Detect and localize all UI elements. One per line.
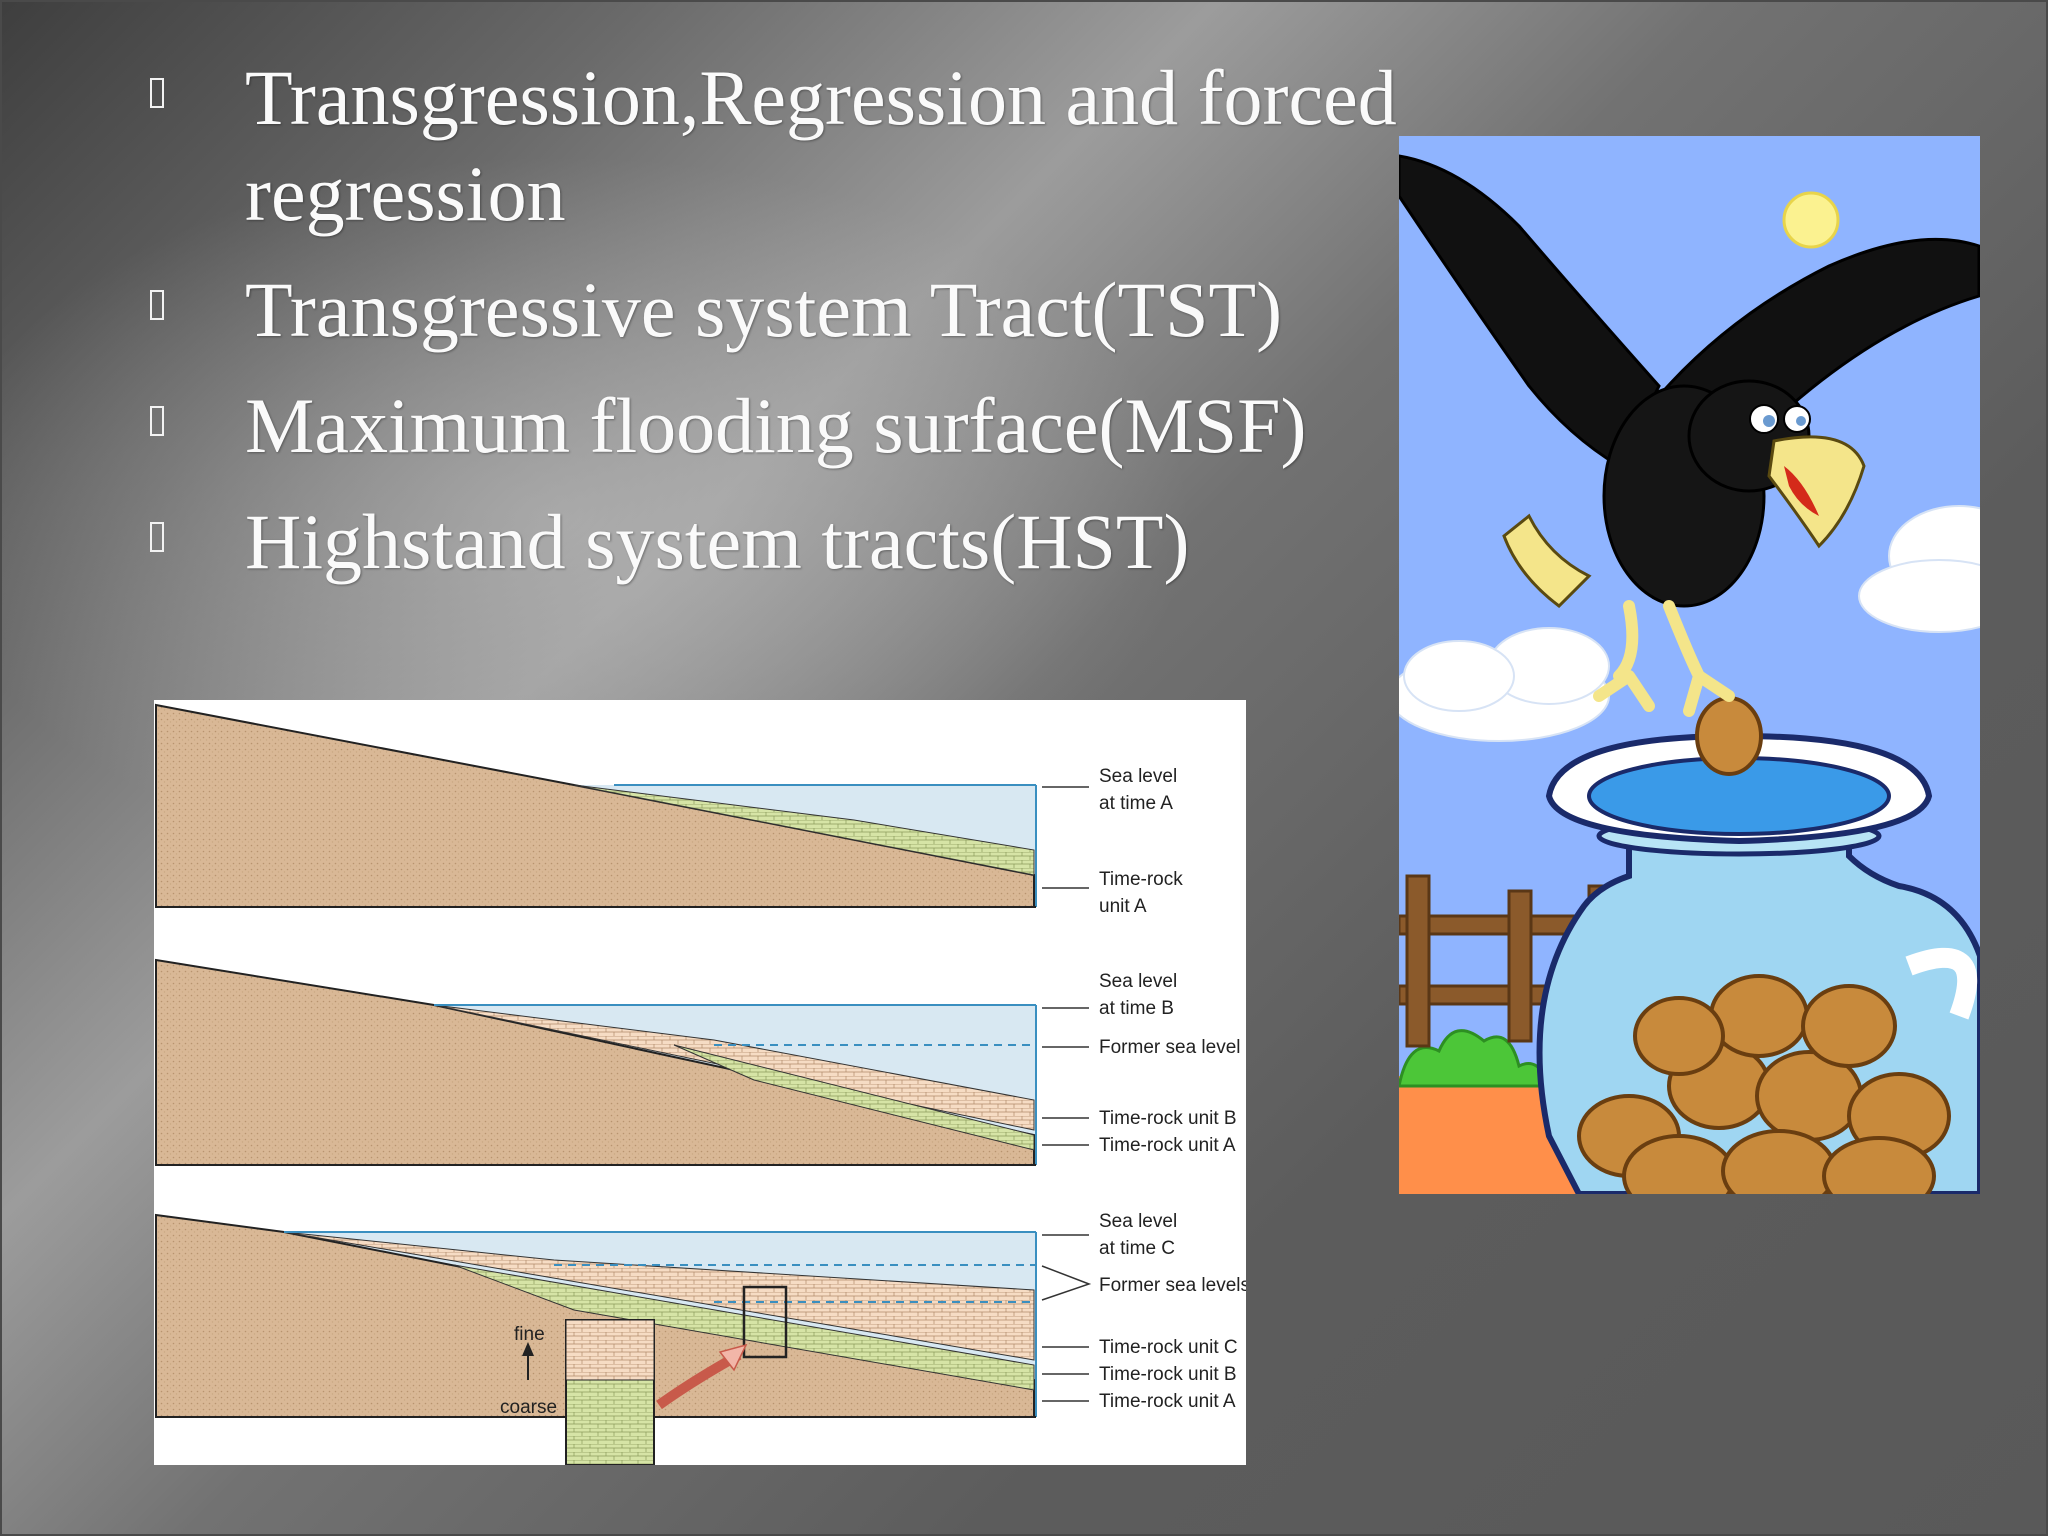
panel-b-former-label: Former sea level [1099,1037,1241,1058]
panel-c-unit-a-label: Time-rock unit A [1099,1391,1236,1412]
panel-b-time-label: at time B [1099,998,1174,1019]
panel-a-unit-label-2: unit A [1099,896,1147,917]
panel-c-former-label: Former sea levels [1099,1275,1246,1296]
bullet-item: Transgression,Regression and forced regr… [150,50,1645,242]
panel-a-time-label: at time A [1099,793,1173,814]
bullet-square-icon [150,78,164,108]
coarse-label: coarse [500,1397,557,1418]
bullet-item: Maximum flooding surface(MSF) [150,378,1550,474]
panel-c [155,1213,1092,1465]
bullet-text: Highstand system tracts(HST) [245,498,1190,585]
bullet-text: Transgression,Regression and forced regr… [245,54,1397,237]
panel-b-sea-level-label: Sea level [1099,971,1177,992]
bullet-text: Transgressive system Tract(TST) [245,266,1283,353]
crow-icon [1399,154,1980,717]
sea-level-diagram-svg: Sea level at time A Time-rock unit A Sea… [155,703,1246,1465]
panel-a-unit-label: Time-rock [1099,869,1183,890]
bullet-square-icon [150,290,164,320]
crow-pitcher-svg [1399,136,1980,1194]
bush-icon [1399,1029,1552,1088]
cloud-icon [1399,505,1980,742]
sun-icon [1782,191,1840,249]
bullet-square-icon [150,522,164,552]
panel-a-sea-level-label: Sea level [1099,766,1177,787]
crow-pitcher-illustration [1399,136,1980,1194]
panel-b [155,958,1089,1166]
bullet-list: Transgression,Regression and forced regr… [150,50,1550,610]
fine-label: fine [514,1324,545,1345]
pebbles-icon [1577,696,1951,1194]
panel-b-unit-b-label: Time-rock unit B [1099,1108,1237,1129]
panel-c-sea-level-label: Sea level [1099,1211,1177,1232]
bullet-text: Maximum flooding surface(MSF) [245,382,1307,469]
bullet-item: Highstand system tracts(HST) [150,494,1550,590]
panel-c-unit-b-label: Time-rock unit B [1099,1364,1237,1385]
panel-a [155,703,1089,908]
bullet-item: Transgressive system Tract(TST) [150,262,1550,358]
panel-c-unit-c-label: Time-rock unit C [1099,1337,1238,1358]
panel-b-unit-a-label: Time-rock unit A [1099,1135,1236,1156]
bullet-square-icon [150,406,164,436]
panel-c-time-label: at time C [1099,1238,1175,1259]
sea-level-diagram: Sea level at time A Time-rock unit A Sea… [154,700,1246,1465]
